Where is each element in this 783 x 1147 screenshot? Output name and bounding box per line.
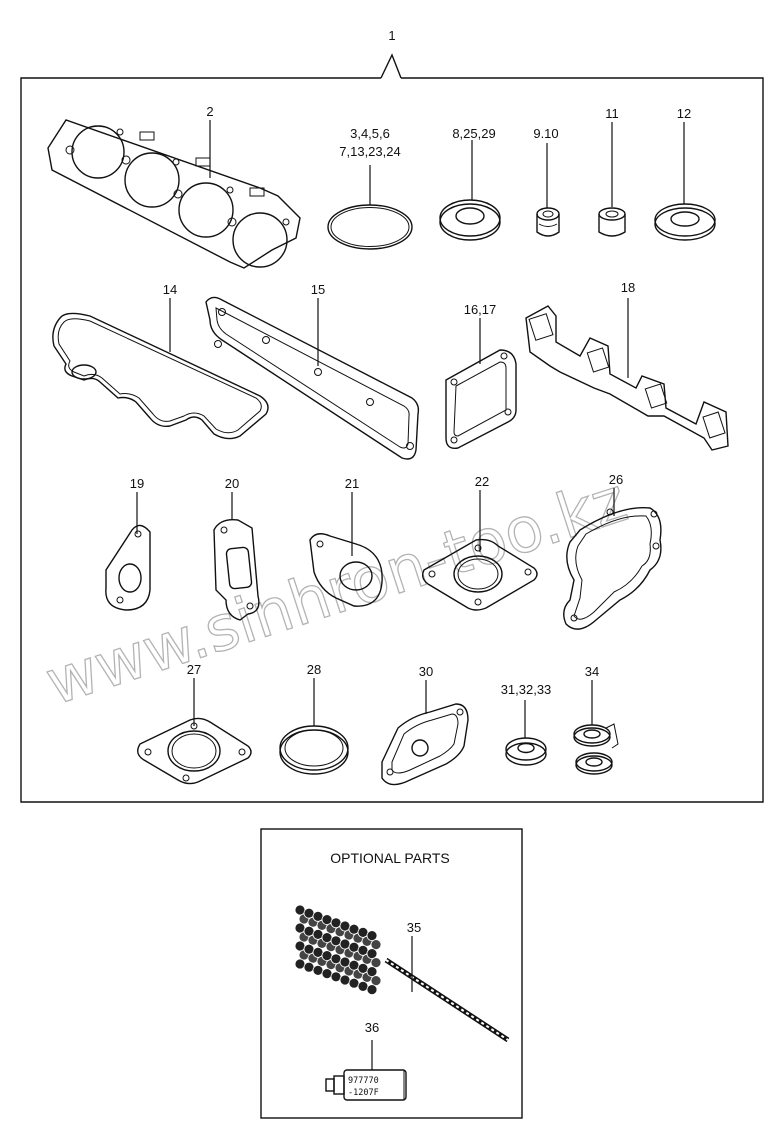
label-part-22: 22	[475, 474, 489, 489]
label-part-31: 31,32,33	[501, 682, 552, 697]
label-part-30: 30	[419, 664, 433, 679]
brush-bristle	[366, 984, 378, 995]
brush-bristle	[294, 904, 306, 916]
kit-frame	[20, 77, 764, 803]
brush-bristle	[339, 974, 351, 986]
label-assembly: 1	[388, 28, 395, 43]
brush-bristle	[312, 929, 324, 940]
kit-frame-apex	[380, 53, 402, 79]
part-35-hone-brush	[294, 904, 510, 1043]
part-34-washers	[573, 680, 619, 775]
tube-label-line2: -1207F	[348, 1088, 379, 1098]
label-part-21: 21	[345, 476, 359, 491]
part-18-exhaust-gasket	[525, 298, 729, 451]
part-16-flange-gasket	[445, 318, 517, 449]
brush-bristle	[348, 977, 360, 989]
brush-bristle	[357, 981, 369, 992]
label-part-18: 18	[621, 280, 635, 295]
label-part-14: 14	[163, 282, 177, 297]
brush-bristle	[370, 975, 382, 986]
optional-parts-title: OPTIONAL PARTS	[330, 850, 450, 866]
part-8-washer	[439, 140, 501, 241]
label-part-15: 15	[311, 282, 325, 297]
brush-bristle	[348, 959, 360, 971]
brush-bristle	[330, 935, 342, 947]
label-part-12: 12	[677, 106, 691, 121]
brush-bristle	[303, 907, 315, 919]
part-27-gasket	[137, 678, 252, 785]
brush-bristle	[357, 963, 369, 974]
label-part-7: 7,13,23,24	[339, 144, 400, 159]
brush-bristle	[321, 932, 333, 943]
brush-bristle	[339, 938, 351, 950]
brush-bristle	[312, 911, 324, 922]
label-part-19: 19	[130, 476, 144, 491]
part-3-o-ring	[327, 165, 413, 250]
brush-bristle	[370, 957, 382, 968]
part-30-gasket	[381, 680, 469, 786]
label-part-36: 36	[365, 1020, 379, 1035]
brush-bristle	[370, 939, 382, 950]
brush-bristle	[321, 968, 333, 979]
brush-bristle	[303, 925, 315, 937]
label-part-35: 35	[407, 920, 421, 935]
part-2-head-gasket	[47, 119, 301, 269]
label-part-27: 27	[187, 662, 201, 677]
brush-bristle	[357, 945, 369, 956]
part-22-gasket	[421, 490, 538, 611]
brush-bristle	[312, 947, 324, 958]
brush-bristle	[294, 958, 306, 970]
brush-bristle	[339, 956, 351, 968]
label-part-26: 26	[609, 472, 623, 487]
brush-bristle	[330, 971, 342, 983]
label-part-34: 34	[585, 664, 599, 679]
part-11-sleeve	[598, 122, 626, 237]
part-12-seal	[654, 122, 716, 241]
optional-parts-frame	[260, 828, 523, 1119]
brush-bristle	[312, 965, 324, 976]
part-28-ring	[279, 678, 349, 775]
part-15-manifold-gasket	[205, 296, 420, 460]
label-part-8: 8,25,29	[452, 126, 495, 141]
brush-bristle	[303, 943, 315, 955]
part-9-valve-seal	[536, 143, 560, 237]
brush-bristle	[321, 950, 333, 961]
part-36-sealant-tube	[325, 1040, 407, 1101]
label-part-3: 3,4,5,6	[350, 126, 390, 141]
part-19-gasket	[105, 492, 151, 611]
label-part-11: 11	[605, 106, 619, 121]
brush-bristle	[357, 927, 369, 938]
part-26-pump-gasket	[563, 488, 662, 630]
brush-bristle	[366, 948, 378, 959]
part-20-gasket	[213, 492, 260, 621]
tube-label-line1: 977770	[348, 1076, 379, 1086]
label-part-9: 9.10	[533, 126, 558, 141]
part-21-gasket	[309, 492, 383, 607]
label-part-2: 2	[206, 104, 213, 119]
brush-bristle	[348, 941, 360, 953]
label-part-28: 28	[307, 662, 321, 677]
label-part-16: 16,17	[464, 302, 497, 317]
brush-bristle	[330, 917, 342, 929]
label-part-20: 20	[225, 476, 239, 491]
brush-bristle	[366, 966, 378, 977]
part-31-washer	[505, 700, 547, 766]
brush-bristle	[339, 920, 351, 932]
brush-bristle	[366, 930, 378, 941]
brush-bristle	[294, 922, 306, 934]
part-14-cover-gasket	[52, 298, 269, 440]
brush-bristle	[321, 914, 333, 925]
brush-bristle	[348, 923, 360, 935]
brush-bristle	[294, 940, 306, 952]
brush-bristle	[303, 961, 315, 973]
brush-bristle	[330, 953, 342, 965]
